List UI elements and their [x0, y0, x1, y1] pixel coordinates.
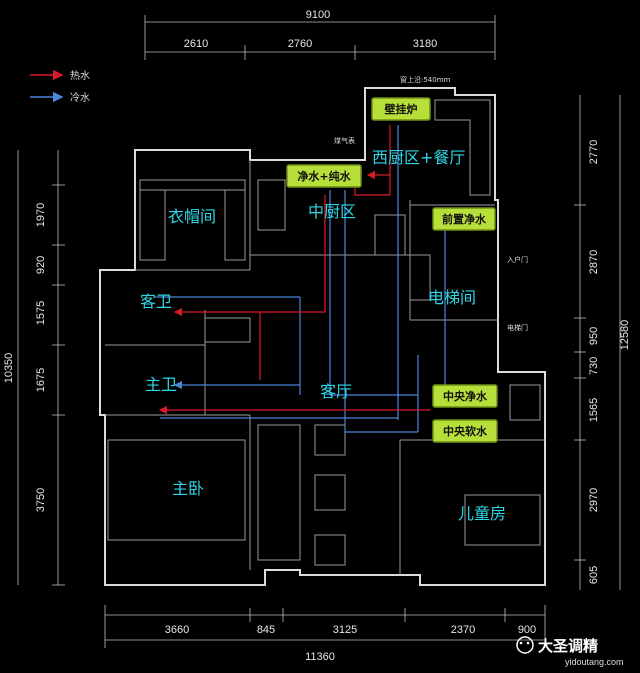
bottom-dim-4: 2370 — [451, 624, 475, 636]
left-total-dim: 10350 — [3, 353, 15, 384]
right-total-dim: 12580 — [619, 320, 631, 351]
right-dim-6: 2970 — [588, 488, 600, 512]
gas-meter-note: 煤气表 — [334, 136, 355, 145]
top-dim-2: 2760 — [288, 38, 312, 50]
household-door-note: 入户门 — [507, 255, 528, 264]
room-label-cloakroom: 衣帽间 — [168, 207, 216, 226]
left-dimensions: 1970 920 1575 1675 3750 10350 — [3, 150, 65, 586]
bottom-dim-1: 3660 — [165, 624, 189, 636]
bottom-dim-3: 3125 — [333, 624, 357, 636]
left-dim-5: 3750 — [35, 488, 47, 512]
right-dim-3: 950 — [588, 327, 600, 345]
left-dim-4: 1675 — [35, 368, 47, 392]
pre-filter-label: 前置净水 — [442, 212, 487, 226]
annotations: 窗上沿:540mm 煤气表 入户门 电梯门 — [334, 75, 528, 332]
central-softener-box: 中央软水 — [432, 419, 498, 443]
right-dim-4: 730 — [588, 357, 600, 375]
right-dim-1: 2770 — [588, 140, 600, 164]
bottom-dim-5: 900 — [518, 624, 536, 636]
water-purifier-box: 净水+纯水 — [286, 164, 362, 188]
right-dim-5: 1565 — [588, 398, 600, 422]
central-purifier-box: 中央净水 — [432, 384, 498, 408]
watermark-url: yidoutang.com — [565, 657, 624, 667]
wall-boiler-label: 壁挂炉 — [385, 102, 418, 116]
room-labels: 衣帽间 中厨区 西厨区+餐厅 电梯间 客卫 主卫 客厅 主卧 儿童房 — [140, 148, 506, 523]
watermark-name: 大圣调精 — [538, 637, 598, 655]
right-dim-7: 605 — [588, 566, 600, 584]
central-softener-label: 中央软水 — [443, 424, 488, 438]
hot-water-pipes — [158, 125, 430, 415]
room-label-master-bedroom: 主卧 — [172, 479, 204, 498]
room-label-kids-room: 儿童房 — [458, 504, 506, 523]
cold-water-pipes — [155, 125, 446, 433]
bottom-dim-2: 845 — [257, 624, 275, 636]
room-label-living-room: 客厅 — [320, 382, 352, 401]
water-purifier-label: 净水+纯水 — [297, 169, 351, 183]
right-dimensions: 2770 2870 950 730 1565 2970 605 12580 — [574, 95, 631, 590]
watermark: 大圣调精 yidoutang.com — [516, 636, 624, 667]
room-label-west-kitchen-dining: 西厨区+餐厅 — [372, 148, 465, 167]
top-dim-1: 2610 — [184, 38, 208, 50]
cold-water-legend-label: 冷水 — [70, 91, 90, 104]
equipment-boxes: 壁挂炉 净水+纯水 前置净水 中央净水 中央软水 — [286, 97, 498, 443]
wall-boiler-box: 壁挂炉 — [371, 97, 431, 121]
bottom-dimensions: 3660 845 3125 2370 900 11360 — [104, 605, 546, 663]
left-dim-2: 920 — [35, 256, 47, 274]
walls — [99, 87, 546, 586]
left-dim-3: 1575 — [35, 301, 47, 325]
left-dim-1: 1970 — [35, 203, 47, 227]
top-dimensions: 9100 2610 2760 3180 — [144, 9, 496, 60]
central-purifier-label: 中央净水 — [443, 389, 488, 403]
room-label-middle-kitchen: 中厨区 — [308, 202, 356, 221]
legend: 热水 冷水 — [30, 69, 90, 104]
pre-filter-box: 前置净水 — [432, 207, 496, 231]
room-label-guest-bath: 客卫 — [140, 292, 172, 311]
wechat-icon — [516, 636, 534, 654]
ceiling-height-note: 窗上沿:540mm — [400, 75, 451, 84]
elevator-door-note: 电梯门 — [507, 323, 528, 332]
hot-water-legend-label: 热水 — [70, 69, 90, 82]
room-label-elevator-hall: 电梯间 — [428, 288, 476, 307]
top-total-dim: 9100 — [306, 9, 330, 21]
top-dim-3: 3180 — [413, 38, 437, 50]
room-label-master-bath: 主卫 — [145, 375, 177, 394]
right-dim-2: 2870 — [588, 250, 600, 274]
bottom-total-dim: 11360 — [305, 651, 335, 663]
